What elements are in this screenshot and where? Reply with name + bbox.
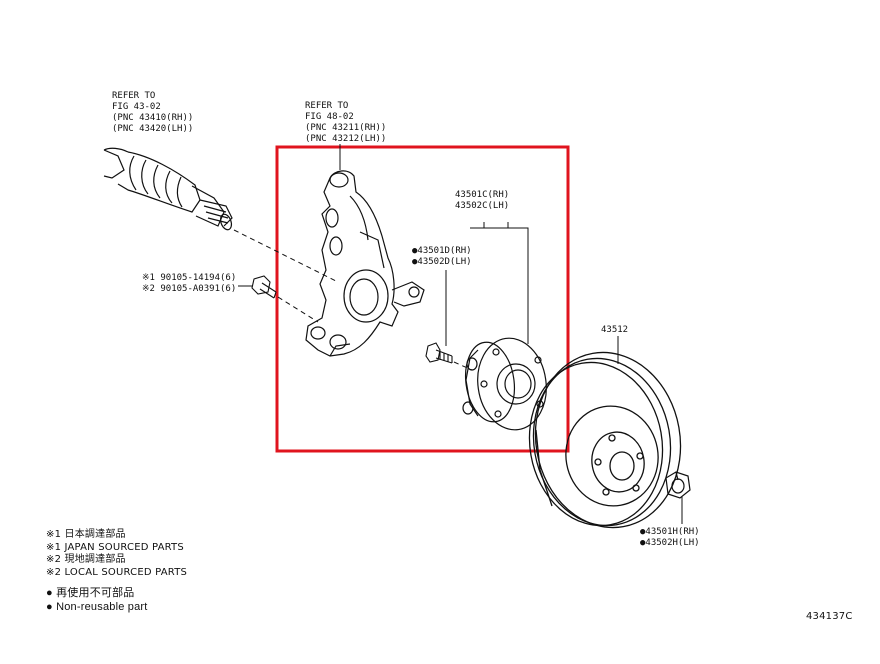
part-number-hub-lh: 43502C(LH)	[455, 201, 510, 211]
hub-bearing	[462, 337, 547, 431]
legend-line: ● Non-reusable part	[46, 601, 148, 613]
ref-line: (PNC 43211(RH))	[305, 123, 387, 133]
label-hub-assy: 43501C(RH)43502C(LH)	[455, 190, 509, 212]
ref-line: (PNC 43410(RH))	[112, 113, 194, 123]
part-number-bolt-2: ※2 90105-A0391(6)	[142, 284, 237, 294]
label-hub-bolt: ●43501D(RH)●43502D(LH)	[412, 246, 472, 268]
label-knuckle-bolts: ※1 90105-14194(6)※2 90105-A0391(6)	[142, 273, 236, 295]
part-number-nut-lh: ●43502H(LH)	[640, 538, 700, 548]
legend-line: ※2 LOCAL SOURCED PARTS	[46, 566, 188, 578]
leader-hub-bolt	[453, 361, 473, 371]
legend: ※1 日本調達部品※1 JAPAN SOURCED PARTS※2 現地調達部品…	[46, 529, 187, 579]
leader-bolt	[277, 296, 319, 323]
label-disc: 43512	[601, 325, 629, 335]
ref-line: (PNC 43212(LH))	[305, 134, 387, 144]
ref-line: FIG 48-02	[305, 112, 354, 122]
part-number-hub-bolt-rh: ●43501D(RH)	[412, 246, 472, 256]
legend-line: ※1 JAPAN SOURCED PARTS	[46, 541, 184, 553]
ref-line: REFER TO	[112, 91, 156, 101]
ref-line: FIG 43-02	[112, 102, 161, 112]
legend-line: ※1 日本調達部品	[46, 529, 126, 540]
label-leaders	[339, 144, 683, 524]
lug-nut	[665, 471, 691, 499]
knuckle-bolt	[251, 275, 277, 299]
part-number-hub-bolt-lh: ●43502D(LH)	[412, 257, 472, 267]
figure-id: 434137C	[806, 611, 853, 622]
part-number-nut-rh: ●43501H(RH)	[640, 527, 700, 537]
legend-line: ※2 現地調達部品	[46, 554, 126, 565]
leader-shaft	[233, 229, 339, 283]
part-number-hub-rh: 43501C(RH)	[455, 190, 510, 200]
ref-line: (PNC 43420(LH))	[112, 124, 194, 134]
legend-nonreusable: ● 再使用不可部品 ● Non-reusable part	[46, 586, 148, 614]
hub-bolt	[425, 342, 453, 364]
highlight-box	[275, 145, 570, 453]
label-nut: ●43501H(RH)●43502H(LH)	[640, 527, 700, 549]
steering-knuckle	[305, 170, 425, 357]
drive-shaft	[103, 147, 233, 231]
part-number-bolt-1: ※1 90105-14194(6)	[142, 273, 237, 283]
brake-disc	[528, 351, 682, 529]
legend-line: ● 再使用不可部品	[46, 587, 135, 599]
ref-line: REFER TO	[305, 101, 349, 111]
